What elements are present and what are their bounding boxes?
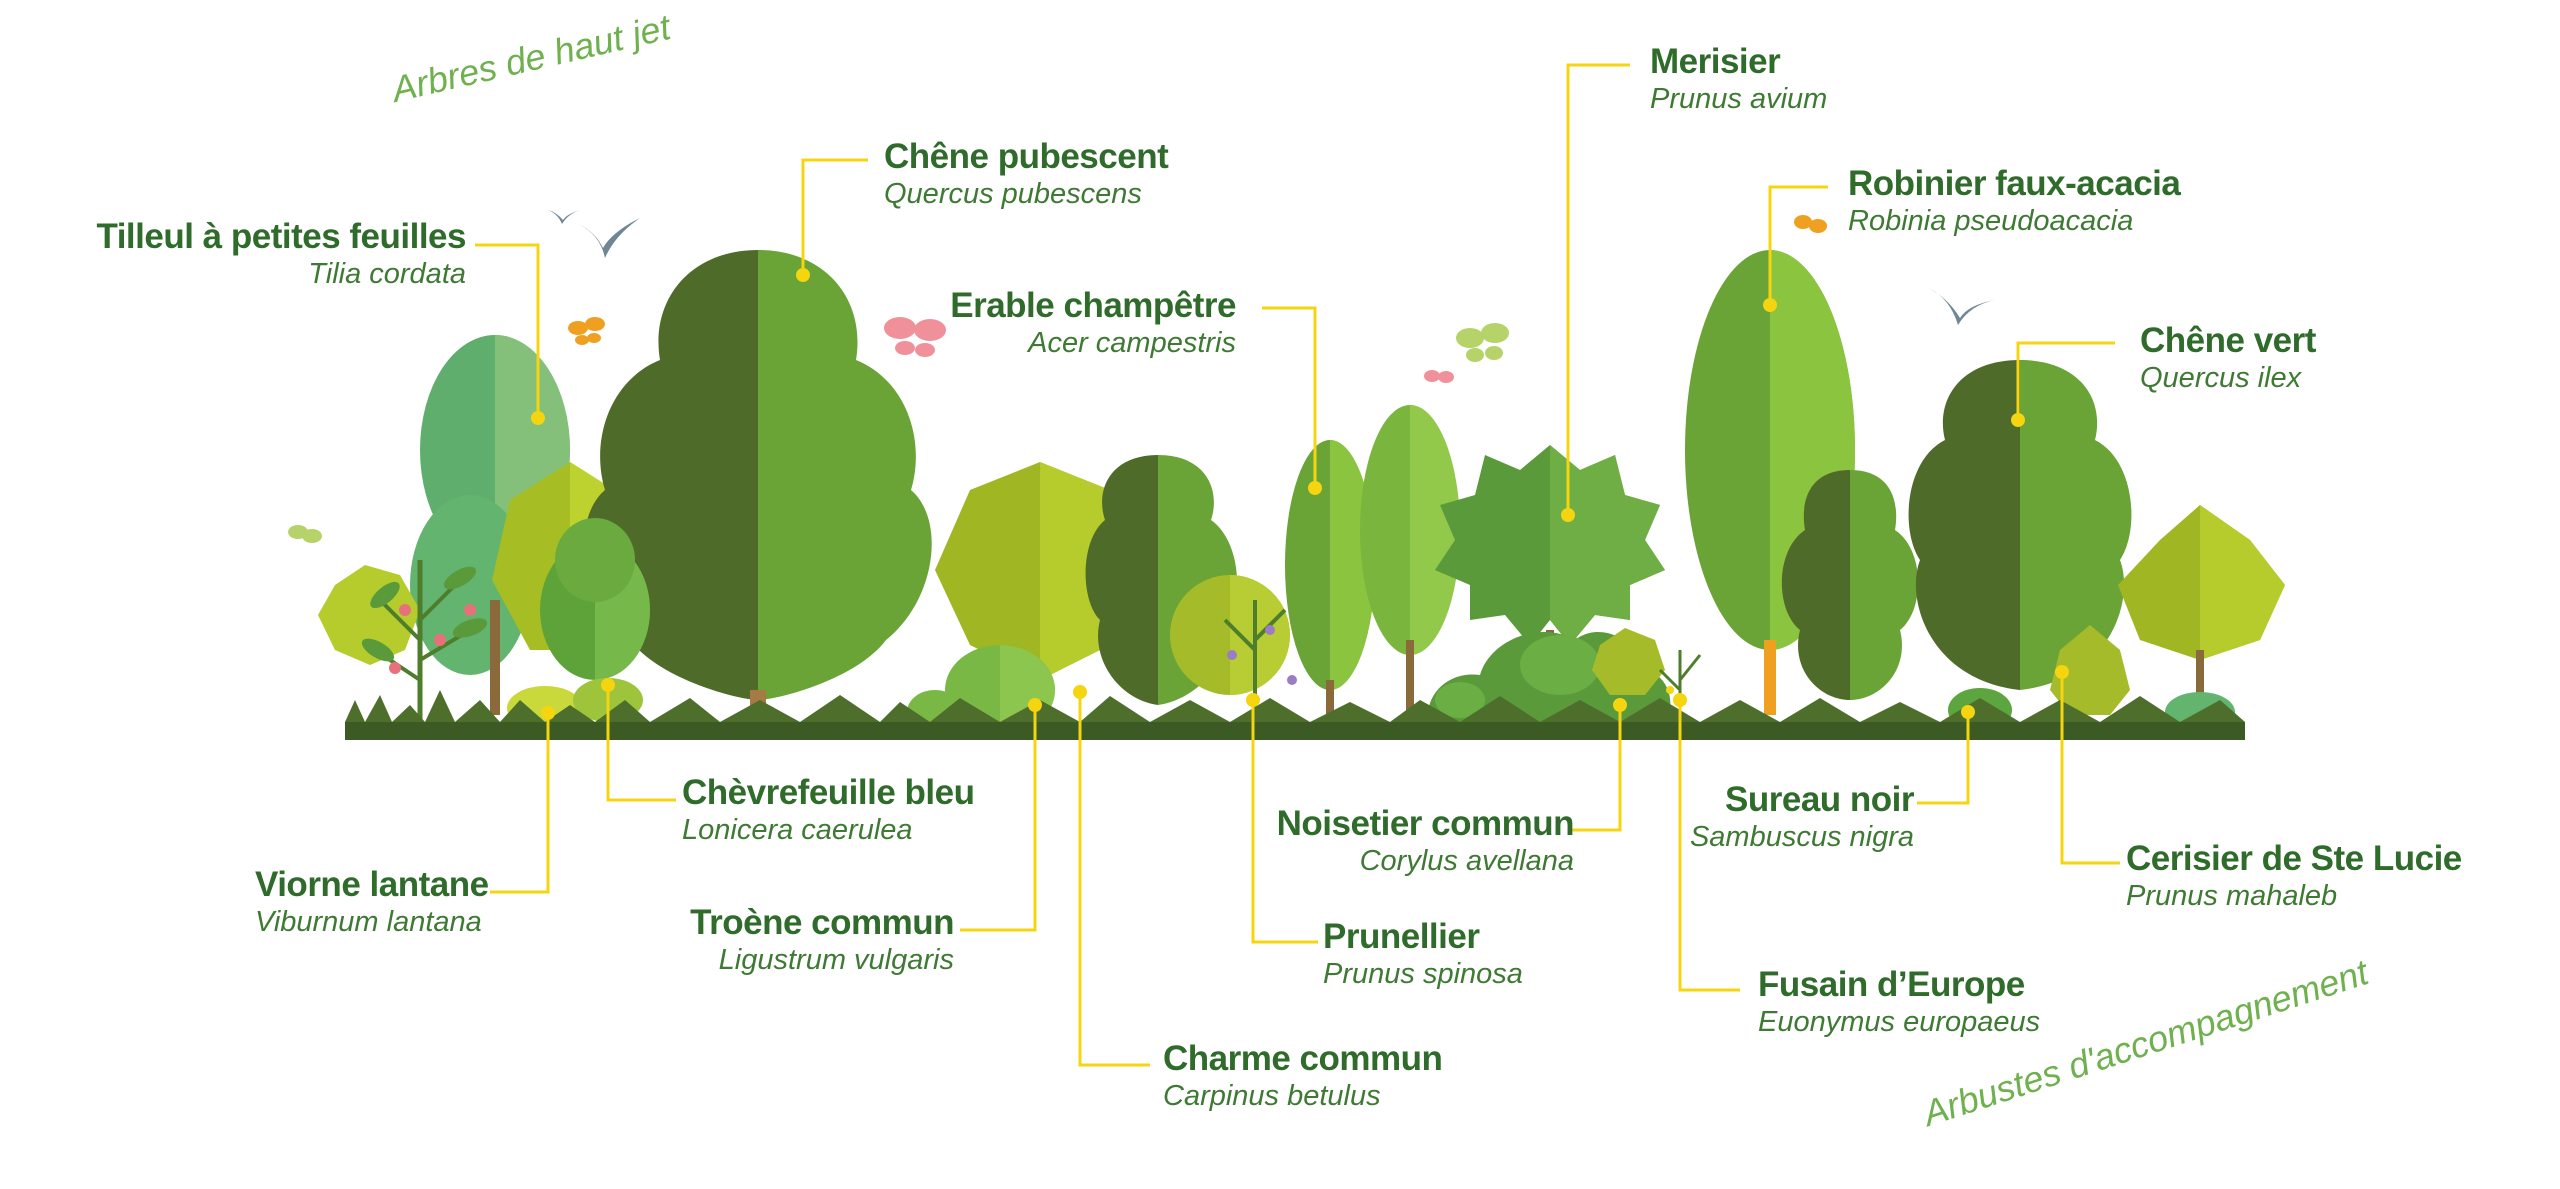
latin-name: Quercus ilex xyxy=(2140,361,2302,394)
common-name: Charme commun xyxy=(1163,1039,1443,1078)
common-name: Sureau noir xyxy=(1725,780,1914,819)
latin-name: Euonymus europaeus xyxy=(1758,1005,2041,1038)
grass-ground xyxy=(345,690,2245,740)
label-prunellier: Prunellier Prunus spinosa xyxy=(1323,917,1523,990)
tree-dark-right xyxy=(1781,470,1919,700)
label-charme: Charme commun Carpinus betulus xyxy=(1163,1039,1443,1112)
common-name: Chêne vert xyxy=(2140,321,2316,360)
common-name: Fusain d’Europe xyxy=(1758,965,2025,1004)
latin-name: Corylus avellana xyxy=(1359,844,1574,877)
shrub-prunellier xyxy=(1170,575,1297,710)
common-name: Tilleul à petites feuilles xyxy=(96,217,466,256)
latin-name: Ligustrum vulgaris xyxy=(718,943,954,976)
common-name: Chèvrefeuille bleu xyxy=(682,773,975,812)
leader-lines xyxy=(475,63,2120,1067)
common-name: Noisetier commun xyxy=(1276,804,1575,843)
latin-name: Prunus mahaleb xyxy=(2126,879,2338,912)
label-troene: Troène commun Ligustrum vulgaris xyxy=(690,903,954,976)
latin-name: Prunus spinosa xyxy=(1323,957,1523,990)
label-sureau: Sureau noir Sambuscus nigra xyxy=(1689,780,1915,853)
shrub-cerisier xyxy=(2050,625,2130,715)
latin-name: Quercus pubescens xyxy=(884,177,1142,210)
common-name: Merisier xyxy=(1650,42,1781,81)
tree-chene-vert xyxy=(1908,360,2132,690)
common-name: Viorne lantane xyxy=(255,865,489,904)
label-cerisier: Cerisier de Ste Lucie Prunus mahaleb xyxy=(2126,839,2462,912)
common-name: Prunellier xyxy=(1323,917,1480,956)
latin-name: Carpinus betulus xyxy=(1163,1079,1381,1112)
common-name: Chêne pubescent xyxy=(884,137,1169,176)
latin-name: Prunus avium xyxy=(1650,82,1828,115)
common-name: Cerisier de Ste Lucie xyxy=(2126,839,2462,878)
bird-icon xyxy=(548,210,1995,325)
latin-name: Lonicera caerulea xyxy=(682,813,913,846)
latin-name: Tilia cordata xyxy=(308,257,466,290)
tree-round-small-left xyxy=(540,518,650,680)
label-noisetier: Noisetier commun Corylus avellana xyxy=(1276,804,1575,877)
tree-erable xyxy=(1285,405,1460,720)
label-tilleul: Tilleul à petites feuilles Tilia cordata xyxy=(96,217,466,290)
label-chevrefeuille: Chèvrefeuille bleu Lonicera caerulea xyxy=(682,773,975,846)
label-chene-pubescent: Chêne pubescent Quercus pubescens xyxy=(884,137,1169,210)
common-name: Erable champêtre xyxy=(950,286,1236,325)
label-chene-vert: Chêne vert Quercus ilex xyxy=(2140,321,2316,394)
common-name: Robinier faux-acacia xyxy=(1848,164,2181,203)
latin-name: Acer campestris xyxy=(1028,326,1236,359)
latin-name: Robinia pseudoacacia xyxy=(1848,204,2134,237)
label-erable: Erable champêtre Acer campestris xyxy=(950,286,1236,359)
common-name: Troène commun xyxy=(690,903,954,942)
label-robinier: Robinier faux-acacia Robinia pseudoacaci… xyxy=(1848,164,2181,237)
latin-name: Viburnum lantana xyxy=(255,905,482,938)
label-merisier: Merisier Prunus avium xyxy=(1650,42,1828,115)
label-viorne: Viorne lantane Viburnum lantana xyxy=(255,865,489,938)
latin-name: Sambuscus nigra xyxy=(1689,820,1914,853)
label-fusain: Fusain d’Europe Euonymus europaeus xyxy=(1758,965,2041,1038)
butterfly-icon xyxy=(288,215,1827,543)
tree-lime-right xyxy=(2118,505,2285,700)
leader-dots xyxy=(531,268,2069,720)
shrub-flower-plant xyxy=(361,560,488,720)
